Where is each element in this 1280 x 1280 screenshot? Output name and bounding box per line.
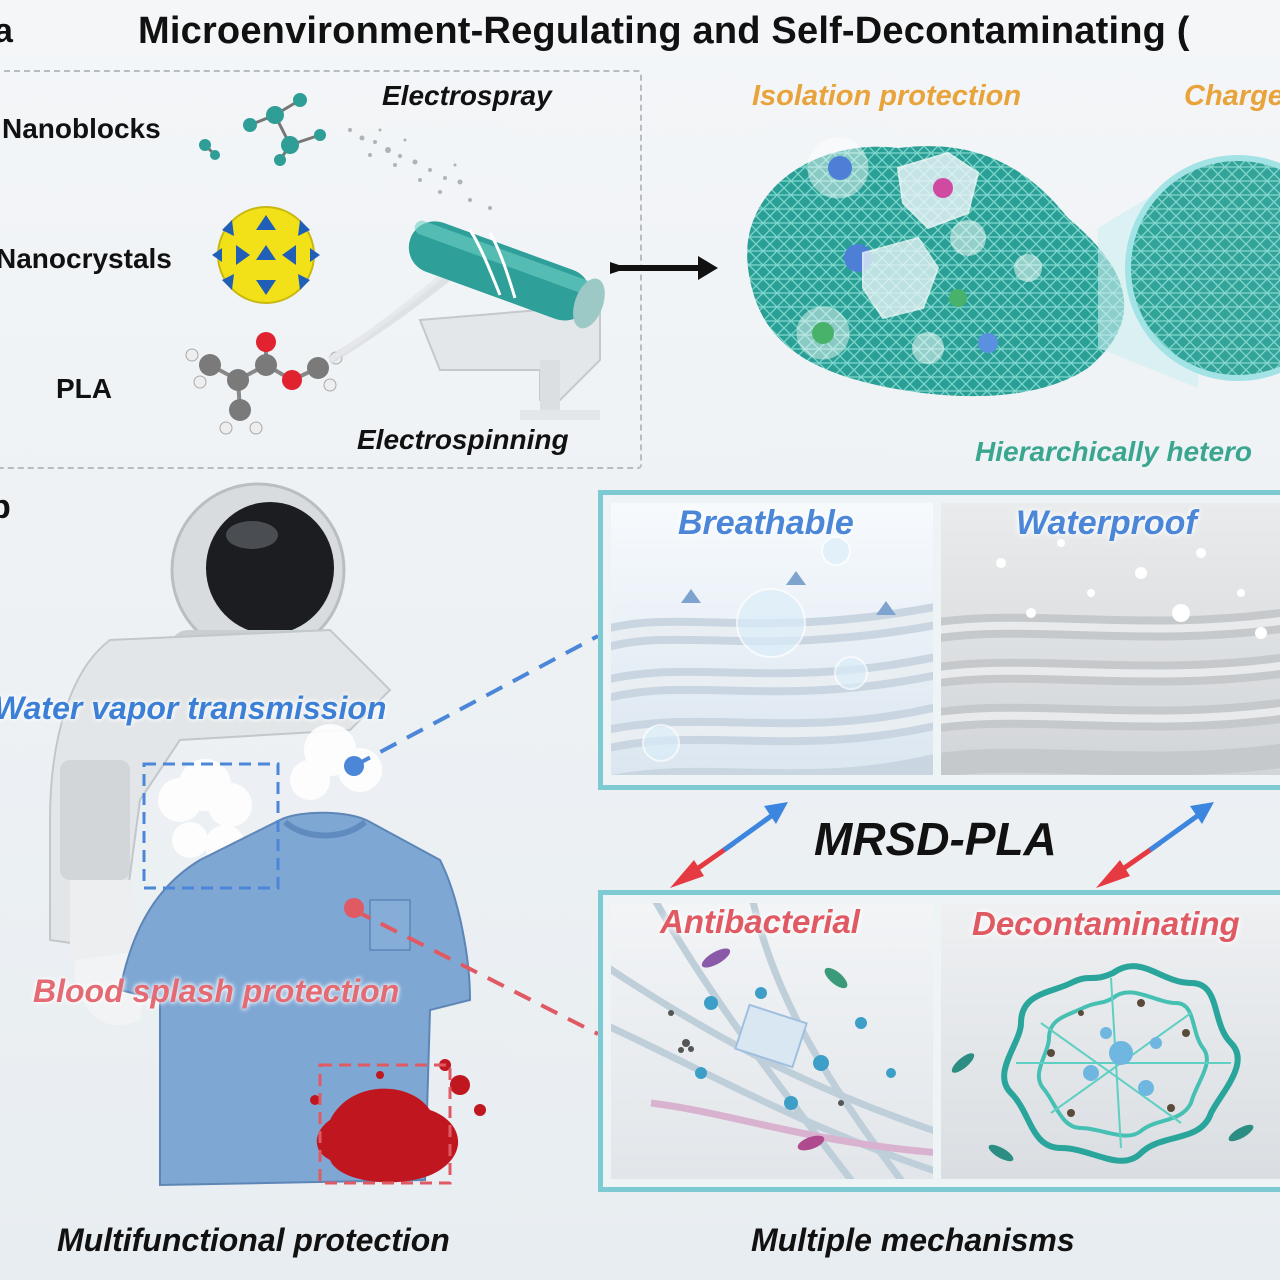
- protective-suit-illustration: [49, 482, 486, 1187]
- bottom-property-frame: [598, 890, 1280, 1192]
- astronaut-helmet-icon: [170, 482, 346, 670]
- label-blood-splash: Blood splash protection: [33, 973, 400, 1009]
- filter-patch-icon: [734, 1003, 808, 1069]
- virus-icon: [828, 156, 852, 180]
- process-arrow-icon: [610, 256, 718, 280]
- bacteria-icon: [812, 322, 834, 344]
- process-label-electrospinning: Electrospinning: [357, 424, 569, 455]
- particle-icon: [695, 987, 896, 1110]
- antibacterial-cell: [611, 903, 933, 1179]
- bacteria-icon: [988, 1144, 1014, 1162]
- bacteria-icon: [1228, 1124, 1254, 1142]
- material-label-nanocrystals: Nanocrystals: [0, 243, 172, 274]
- decontaminating-cell: [941, 903, 1280, 1179]
- label-antibacterial: Antibacterial: [660, 903, 860, 940]
- label-waterproof: Waterproof: [1016, 504, 1197, 542]
- caption-multifunctional-protection: Multifunctional protection: [57, 1222, 450, 1258]
- bacteria-icon: [797, 1135, 825, 1151]
- water-droplet-icon: [996, 539, 1267, 639]
- label-breathable: Breathable: [678, 504, 854, 542]
- waterproof-fabric-illustration: [941, 539, 1280, 775]
- up-arrow-icon: [681, 589, 701, 603]
- decontaminating-illustration: [951, 963, 1254, 1164]
- nanocrystal-icon: [212, 206, 320, 304]
- collector-drum-icon: [408, 220, 605, 420]
- magnified-fiber-view: [1125, 155, 1280, 381]
- pla-molecule-icon: [185, 332, 343, 435]
- particle-icon: [1083, 1027, 1162, 1096]
- bacteria-icon: [951, 1053, 975, 1073]
- breathable-cell: [611, 503, 933, 775]
- label-water-vapor: Water vapor transmission: [0, 690, 387, 726]
- fabrication-illustration: [185, 93, 605, 435]
- figure-title: Microenvironment-Regulating and Self-Dec…: [138, 10, 1190, 52]
- blood-splash-icon: [310, 1059, 486, 1183]
- top-property-frame: [598, 490, 1280, 790]
- caption-multiple-mechanisms: Multiple mechanisms: [751, 1222, 1075, 1258]
- membrane-illustration: [747, 137, 1280, 397]
- feature-label-charge: Charge: [1184, 80, 1280, 112]
- panel-letter-b: b: [0, 488, 11, 526]
- breathable-fabric-illustration: [611, 536, 933, 775]
- material-name: MRSD-PLA: [814, 813, 1057, 865]
- bidirectional-arrow-icon: [1096, 802, 1214, 888]
- panel-letter-a: a: [0, 12, 13, 50]
- bacteria-icon: [824, 967, 848, 989]
- spacesuit-body: [49, 628, 392, 952]
- waterproof-cell: [941, 503, 1280, 775]
- bubble-icon: [736, 588, 806, 658]
- material-label-nanoblocks: Nanoblocks: [2, 113, 161, 144]
- bacteria-icon: [701, 948, 731, 968]
- vapor-focus-box: [142, 762, 280, 890]
- material-label-pla: PLA: [56, 373, 112, 404]
- dust-icon: [1047, 999, 1190, 1117]
- feature-label-isolation: Isolation protection: [752, 80, 1022, 112]
- shield-icon: [862, 236, 940, 320]
- dust-icon: [668, 1010, 844, 1106]
- antibacterial-illustration: [611, 903, 933, 1179]
- process-label-electrospray: Electrospray: [382, 80, 552, 111]
- blood-focus-box: [318, 1063, 452, 1185]
- label-decontaminating: Decontaminating: [972, 905, 1240, 942]
- structure-label: Hierarchically hetero: [975, 436, 1253, 467]
- connector-lines: [344, 634, 599, 1036]
- spray-particles: [348, 128, 492, 210]
- bidirectional-arrow-icon: [670, 802, 788, 888]
- nanoblock-molecule-icon: [199, 93, 326, 166]
